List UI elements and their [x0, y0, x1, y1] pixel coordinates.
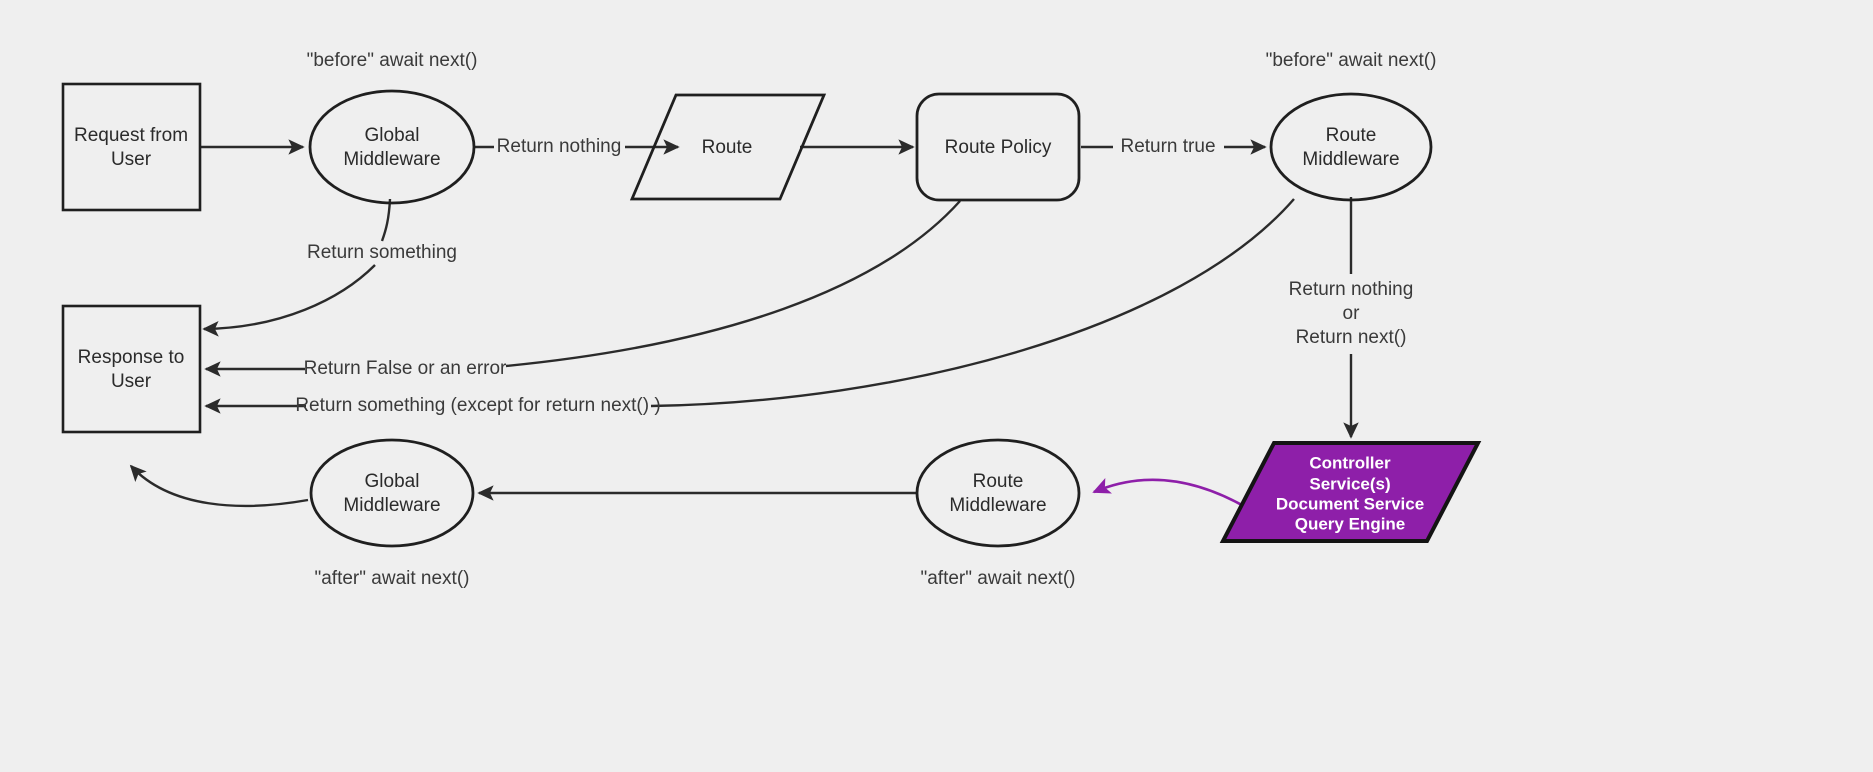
edge-label-return-true: Return true [1120, 136, 1215, 157]
node-request-from-user[interactable]: Request from User [61, 82, 202, 212]
edge-controller-to-route-middleware-after [1092, 477, 1255, 514]
node-request-from-user-line1: Request from [74, 125, 188, 146]
node-route-middleware-before-line2: Middleware [1302, 149, 1399, 170]
edge-global-middleware-return-something-lower [202, 264, 376, 337]
annotation-before-await-next-route: "before" await next() [1266, 50, 1437, 71]
edge-label-return-something: Return something [307, 242, 457, 263]
node-route-policy-label: Route Policy [945, 137, 1052, 158]
node-response-to-user-line2: User [111, 371, 152, 392]
node-controller-line4: Query Engine [1295, 514, 1406, 533]
node-global-middleware-after-line1: Global [365, 471, 420, 492]
node-route-middleware-after-line1: Route [973, 471, 1024, 492]
node-controller-line2: Service(s) [1309, 474, 1390, 493]
node-global-middleware-before[interactable]: Global Middleware [308, 89, 476, 205]
node-controller-line1: Controller [1309, 453, 1391, 472]
node-global-middleware-before-line1: Global [365, 125, 420, 146]
node-route-policy[interactable]: Route Policy [915, 92, 1081, 202]
node-request-from-user-line2: User [111, 149, 152, 170]
edge-label-return-nothing-or-next-line3: Return next() [1296, 327, 1407, 348]
edge-global-middleware-return-something-upper [380, 198, 392, 242]
edge-label-return-something-except: Return something (except for return next… [295, 395, 660, 416]
node-global-middleware-after[interactable]: Global Middleware [309, 438, 475, 548]
node-route-middleware-after-line2: Middleware [949, 495, 1046, 516]
node-route-middleware-before[interactable]: Route Middleware [1269, 92, 1433, 202]
node-route-label: Route [702, 137, 753, 158]
annotation-before-await-next-global: "before" await next() [307, 50, 478, 71]
edge-label-return-false-or-error: Return False or an error [304, 358, 507, 379]
edge-route-middleware-return-something-right [650, 198, 1295, 408]
edge-label-return-nothing: Return nothing [497, 136, 622, 157]
node-route[interactable]: Route [629, 93, 827, 201]
node-response-to-user-line1: Response to [78, 347, 185, 368]
node-route-middleware-after[interactable]: Route Middleware [915, 438, 1081, 548]
annotation-after-await-next-route: "after" await next() [921, 568, 1076, 589]
node-route-middleware-before-line1: Route [1326, 125, 1377, 146]
node-controller-services[interactable]: Controller Service(s) Document Service Q… [1219, 441, 1482, 543]
edge-label-return-nothing-or-next-line1: Return nothing [1289, 279, 1414, 300]
annotation-after-await-next-global: "after" await next() [315, 568, 470, 589]
edge-global-middleware-after-to-response [129, 464, 309, 508]
node-global-middleware-before-line2: Middleware [343, 149, 440, 170]
edge-label-return-nothing-or-next-line2: or [1343, 303, 1361, 324]
node-response-to-user[interactable]: Response to User [61, 304, 202, 434]
node-global-middleware-after-line2: Middleware [343, 495, 440, 516]
edge-route-policy-false-error-right [505, 200, 961, 368]
node-controller-line3: Document Service [1276, 494, 1424, 513]
